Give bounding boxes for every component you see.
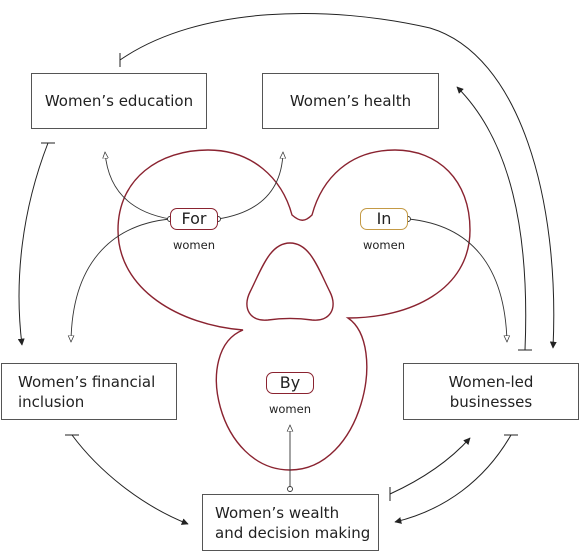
financial-line-2: inclusion [18, 392, 85, 411]
wealth-line-2: and decision making [215, 523, 371, 542]
arrow-edu-to-fin [17, 142, 49, 346]
financial-line-1: Women’s financial [18, 372, 156, 391]
led-line-1: Women-led [448, 372, 534, 391]
link-for-to-edu [105, 152, 171, 220]
link-in-to-led [407, 218, 507, 342]
women-led-businesses-box: Women-led businesses [403, 363, 579, 420]
womens-health-box: Women’s health [262, 73, 439, 129]
womens-education-label: Women’s education [44, 92, 194, 110]
womens-financial-inclusion-box: Women’s financial inclusion [1, 363, 177, 420]
led-line-2: businesses [449, 392, 533, 411]
node-wealth [287, 486, 293, 492]
wealth-line-1: Women’s wealth [215, 503, 340, 522]
arrow-fin-to-wealth [71, 434, 189, 525]
link-for-to-fin [71, 218, 171, 342]
arrow-led-to-health [456, 86, 527, 351]
for-sub-label: women [172, 238, 215, 252]
by-sub-label: women [268, 402, 311, 416]
arrow-led-to-wealth [394, 434, 512, 524]
arrow-wealth-to-led [389, 437, 471, 495]
trefoil-inner [246, 242, 334, 321]
by-pill: By [266, 372, 314, 394]
womens-wealth-box: Women’s wealth and decision making [202, 494, 379, 551]
womens-health-label: Women’s health [289, 92, 412, 110]
arrow-top-to-led [119, 13, 557, 349]
in-sub-label: women [362, 238, 405, 252]
link-for-to-health [217, 152, 283, 220]
for-pill: For [170, 208, 218, 230]
in-pill: In [360, 208, 408, 230]
trefoil-outline [117, 149, 471, 471]
womens-education-box: Women’s education [31, 73, 207, 129]
